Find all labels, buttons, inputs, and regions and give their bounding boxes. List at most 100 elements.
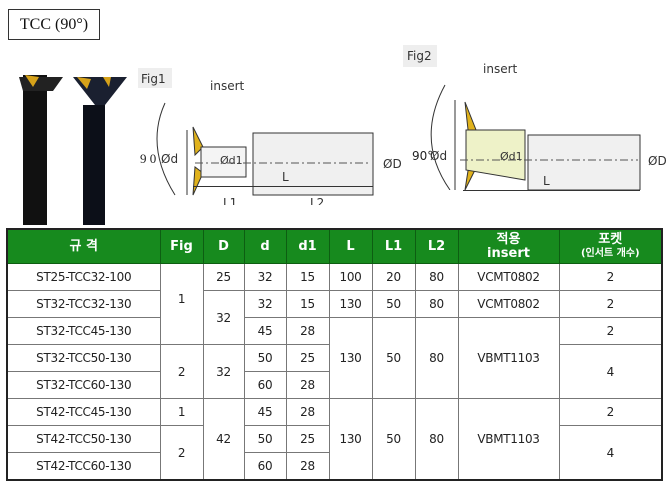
table-row: ST32-TCC60-130 60 28 [6, 371, 662, 399]
fig1-diagram: Fig1 insert 9 0 Ød Ød1 ØD L1 L2 [138, 68, 402, 205]
cell-d1: 28 [285, 371, 330, 399]
fig1-angle: 9 0 [140, 151, 156, 166]
cell-fig: 1 [159, 263, 204, 345]
header-L1: L1 [371, 228, 416, 264]
fig2-L2: L2 [572, 189, 586, 190]
fig2-label: Fig2 [407, 49, 432, 63]
cell-D: 42 [202, 398, 245, 481]
page-title: TCC (90°) [8, 9, 100, 40]
cell-L: 130 [328, 317, 373, 399]
cell-L2: 80 [414, 290, 459, 318]
cell-spec: ST42-TCC45-130 [6, 398, 161, 426]
cell-d1: 25 [285, 425, 330, 453]
cell-L1: 50 [371, 317, 416, 399]
header-d: d [243, 228, 287, 264]
cell-L1: 50 [371, 290, 416, 318]
fig2-insert-label: insert [483, 62, 518, 76]
header-L2: L2 [414, 228, 459, 264]
cell-pocket: 4 [558, 425, 663, 481]
cell-fig: 1 [159, 398, 204, 426]
cell-fig: 2 [159, 425, 204, 481]
header-pocket: 포켓(인서트 개수) [558, 228, 663, 264]
fig2-d1: Ød1 [500, 150, 523, 163]
cell-L: 130 [328, 398, 373, 481]
header-insert-en: insert [487, 245, 530, 261]
cell-L2: 80 [414, 317, 459, 399]
cell-d: 50 [243, 344, 287, 372]
fig2-diagram: Fig2 insert 90° Ød Ød1 ØD L1 L2 [403, 45, 667, 190]
cell-d1: 28 [285, 452, 330, 481]
cell-pocket: 2 [558, 290, 663, 318]
cell-pocket: 2 [558, 263, 663, 291]
cell-spec: ST32-TCC32-130 [6, 290, 161, 318]
fig2-L: L [543, 174, 550, 188]
cell-L1: 50 [371, 398, 416, 481]
cell-D: 32 [202, 344, 245, 399]
cell-spec: ST32-TCC60-130 [6, 371, 161, 399]
fig1-d1: Ød1 [220, 154, 243, 167]
table-row: ST42-TCC45-130 1 42 45 28 130 50 80 VBMT… [6, 398, 663, 481]
header-pocket-ko: 포켓 [598, 231, 623, 247]
cell-L1: 20 [371, 263, 416, 291]
cell-d1: 15 [285, 263, 330, 291]
cell-spec: ST32-TCC45-130 [6, 317, 161, 345]
cell-d1: 15 [285, 290, 330, 318]
cell-L2: 80 [414, 398, 459, 481]
fig1-L1: L1 [223, 196, 237, 205]
cell-D: 25 [202, 263, 245, 291]
cell-insert: VBMT1103 [457, 317, 560, 399]
cell-d: 45 [243, 398, 287, 426]
fig1-label: Fig1 [141, 72, 166, 86]
header-fig: Fig [159, 228, 204, 264]
cell-D: 32 [202, 290, 245, 345]
header-L: L [328, 228, 373, 264]
cell-d1: 28 [285, 317, 330, 345]
cell-d: 32 [243, 263, 287, 291]
fig1-L-line [193, 186, 373, 187]
cell-insert: VBMT1103 [457, 398, 560, 481]
header-d1: d1 [285, 228, 330, 264]
cell-pocket: 2 [558, 398, 663, 426]
header-insert-ko: 적용 [496, 231, 521, 247]
header-spec: 규 격 [6, 228, 161, 264]
fig2-L-line [463, 190, 640, 191]
cell-insert: VCMT0802 [457, 263, 560, 291]
header-pocket-sub: (인서트 개수) [580, 247, 640, 259]
fig1-D: ØD [383, 157, 402, 171]
cell-L2: 80 [414, 263, 459, 291]
cell-d: 60 [243, 371, 287, 399]
table-row: ST42-TCC60-130 60 28 [6, 452, 662, 481]
cell-L: 130 [328, 290, 373, 318]
cell-L: 100 [328, 263, 373, 291]
fig2-D: ØD [648, 154, 667, 168]
cell-d: 32 [243, 290, 287, 318]
cell-d1: 25 [285, 344, 330, 372]
table-row: ST32-TCC32-130 32 32 15 130 50 80 VCMT08… [6, 290, 663, 345]
fig1-insert-label: insert [210, 79, 245, 93]
table-row: ST42-TCC50-130 2 50 25 4 [6, 425, 663, 481]
fig1-L: L [282, 170, 289, 184]
cell-spec: ST42-TCC60-130 [6, 452, 161, 481]
cell-d: 50 [243, 425, 287, 453]
cell-insert: VCMT0802 [457, 290, 560, 318]
fig1-L2: L2 [310, 196, 324, 205]
cell-pocket: 2 [558, 317, 663, 345]
fig2-L1: L1 [496, 189, 510, 190]
cell-d: 45 [243, 317, 287, 345]
cell-fig: 2 [159, 344, 204, 399]
fig2-angle: 90° [412, 149, 433, 163]
header-D: D [202, 228, 245, 264]
fig2-d: Ød [430, 149, 447, 163]
table-row: ST25-TCC32-100 1 25 32 15 100 20 80 VCMT… [6, 263, 663, 345]
fig1-d: Ød [161, 152, 178, 166]
table-row: ST32-TCC45-130 45 28 130 50 80 VBMT1103 … [6, 317, 663, 399]
cell-d: 60 [243, 452, 287, 481]
product-photo [19, 75, 127, 225]
cell-spec: ST42-TCC50-130 [6, 425, 161, 453]
cell-spec: ST25-TCC32-100 [6, 263, 161, 291]
table-row: ST32-TCC50-130 2 32 50 25 4 [6, 344, 663, 399]
cell-spec: ST32-TCC50-130 [6, 344, 161, 372]
